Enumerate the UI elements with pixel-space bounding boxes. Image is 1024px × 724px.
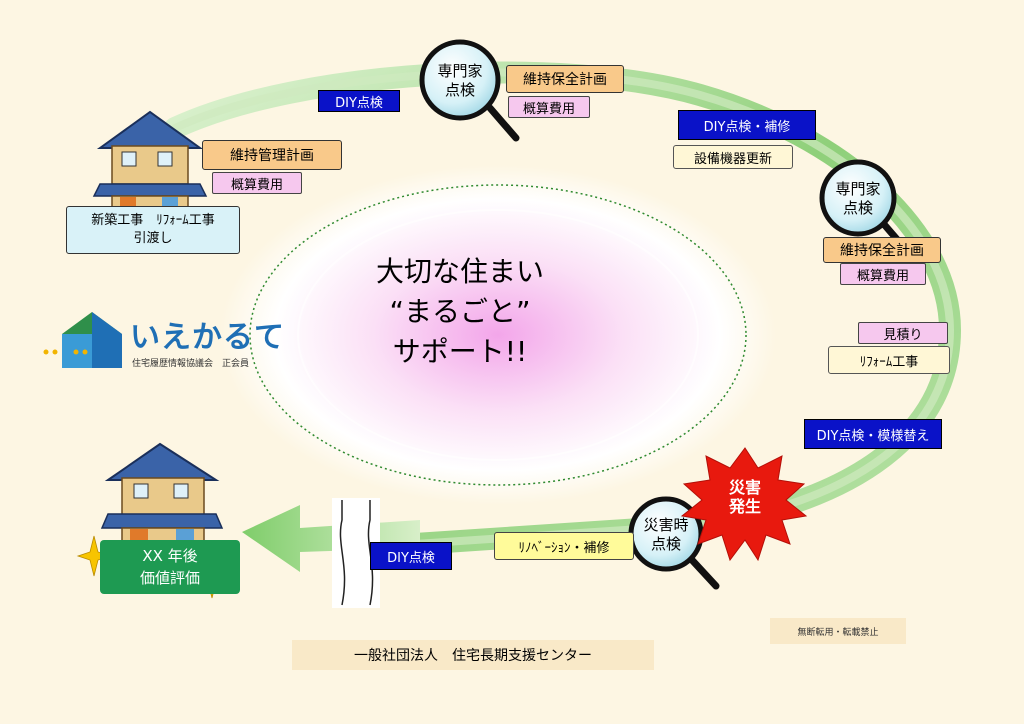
house-icon-1 bbox=[92, 110, 208, 211]
center-dotted-ellipse bbox=[249, 184, 747, 486]
disaster-check-label: 災害時 点検 bbox=[643, 516, 689, 553]
center-line-2: “まるごと” bbox=[389, 295, 531, 328]
diy-check-remodel-box: DIY点検・模様替え bbox=[804, 419, 942, 449]
expert-check-label-2: 専門家 点検 bbox=[835, 180, 881, 217]
disaster-burst-icon bbox=[680, 447, 808, 562]
estimate-cost-box-1: 概算費用 bbox=[508, 96, 590, 118]
house-icon-2 bbox=[100, 442, 224, 543]
quote-box: 見積り bbox=[858, 322, 948, 344]
new-build-line-2: 引渡し bbox=[133, 231, 173, 246]
new-build-box: 新築工事 ﾘﾌｫｰﾑ工事 引渡し bbox=[66, 206, 240, 254]
organization-footer: 一般社団法人 住宅長期支援センター bbox=[292, 640, 654, 670]
maintenance-plan-box-1: 維持保全計画 bbox=[506, 65, 624, 93]
progress-arrow bbox=[242, 505, 420, 572]
value-line-2: 価値評価 bbox=[139, 569, 200, 587]
reform-work-box: ﾘﾌｫｰﾑ工事 bbox=[828, 346, 950, 374]
magnifier-icon-1 bbox=[419, 39, 520, 142]
renovation-repair-box: ﾘﾉﾍﾞｰｼｮﾝ・補修 bbox=[494, 532, 634, 560]
management-plan-box: 維持管理計画 bbox=[202, 140, 342, 170]
logo-subtitle: 住宅履歴情報協議会 正会員 bbox=[132, 359, 250, 369]
disaster-label: 災害 発生 bbox=[728, 478, 761, 516]
equipment-update-box: 設備機器更新 bbox=[673, 145, 793, 169]
center-line-3: サポート!! bbox=[392, 335, 528, 368]
diy-check-box-2: DIY点検 bbox=[370, 542, 452, 570]
estimate-cost-box-3: 概算費用 bbox=[212, 172, 302, 194]
copyright-notice: 無断転用・転載禁止 bbox=[770, 618, 906, 644]
center-slogan: 大切な住まい “まるごと” サポート!! bbox=[335, 252, 585, 372]
center-line-1: 大切な住まい bbox=[375, 255, 544, 288]
estimate-cost-box-2: 概算費用 bbox=[840, 263, 926, 285]
iekarute-logo-icon bbox=[43, 312, 122, 368]
diy-check-box-1: DIY点検 bbox=[318, 90, 400, 112]
maintenance-plan-box-2: 維持保全計画 bbox=[823, 237, 941, 263]
logo-name: いえかるて bbox=[130, 320, 285, 355]
diy-check-repair-box: DIY点検・補修 bbox=[678, 110, 816, 140]
new-build-line-1: 新築工事 ﾘﾌｫｰﾑ工事 bbox=[91, 213, 215, 228]
expert-check-label-1: 専門家 点検 bbox=[437, 62, 483, 99]
value-line-1: XX 年後 bbox=[142, 547, 198, 565]
value-evaluation-box: XX 年後 価値評価 bbox=[100, 540, 240, 594]
